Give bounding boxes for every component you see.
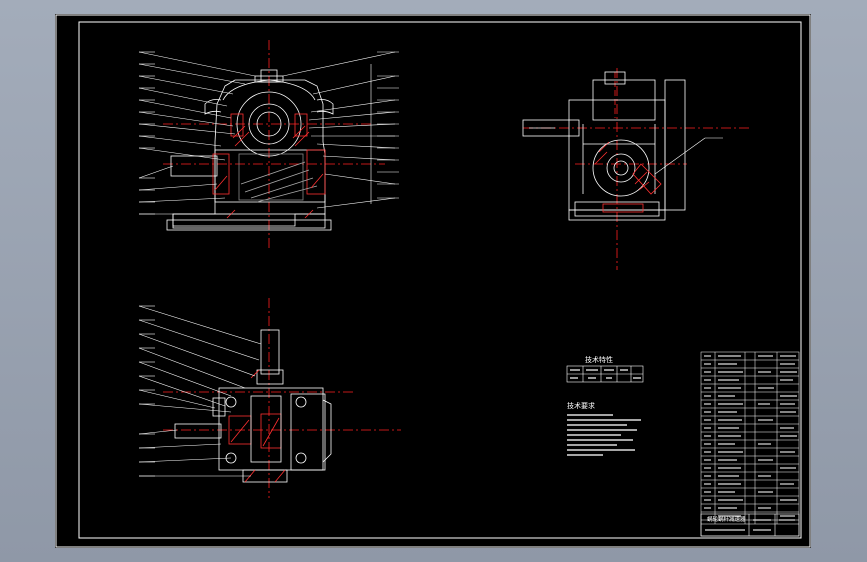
- left-cooling-fins: [204, 99, 222, 115]
- tech-req-lines: [567, 414, 641, 456]
- front-section-view[interactable]: [138, 40, 399, 248]
- top-worm-gear: [250, 395, 282, 463]
- side-wheel: [592, 139, 650, 197]
- worm-wheel-hub: [248, 103, 290, 145]
- parts-list-table[interactable]: [700, 351, 800, 537]
- top-housing: [218, 387, 324, 471]
- side-view[interactable]: [522, 68, 751, 270]
- side-wheel-bore: [613, 160, 629, 176]
- side-top-cap: [604, 71, 626, 85]
- side-right-box: [664, 79, 686, 211]
- cad-drawing-canvas[interactable]: 技术特性 技术要求: [55, 14, 811, 548]
- side-housing-ribs: [582, 124, 656, 194]
- tech-requirements[interactable]: 技术要求: [567, 401, 641, 456]
- side-top-boss: [592, 79, 656, 121]
- tech-params-cells: [570, 369, 641, 379]
- title-block-name: 蜗轮蜗杆减速器: [707, 515, 746, 523]
- top-right-ribs: [322, 399, 332, 463]
- top-housing-right: [290, 393, 326, 471]
- side-leader: [654, 137, 706, 175]
- left-bearing: [230, 113, 244, 137]
- input-shaft: [170, 155, 218, 177]
- tech-params-title: 技术特性: [585, 355, 613, 364]
- title-block[interactable]: 蜗轮蜗杆减速器: [700, 513, 800, 537]
- top-leader-ticks: [139, 305, 155, 477]
- top-input-shaft: [174, 423, 222, 439]
- housing-outline: [172, 79, 326, 227]
- worm-thread: [240, 161, 318, 203]
- worm-wheel-outer: [236, 91, 302, 157]
- top-leader-lines: [138, 305, 262, 477]
- top-bolt-3: [295, 396, 307, 408]
- leader-lines-right: [282, 51, 396, 209]
- inner-frame: [78, 21, 802, 539]
- drawing-sheet[interactable]: 技术特性 技术要求: [55, 14, 811, 548]
- side-wheel-hatch: [594, 141, 650, 191]
- bearing-left-lower: [212, 153, 230, 195]
- side-feet: [602, 203, 644, 213]
- top-output-shaft: [260, 329, 280, 375]
- shaft-bore: [256, 111, 282, 137]
- top-left-cap: [212, 397, 226, 417]
- bearing-right-lower: [306, 149, 326, 195]
- gear-teeth-band: [238, 153, 304, 201]
- top-section-view[interactable]: [138, 298, 401, 498]
- side-wheel-hub: [606, 153, 636, 183]
- parts-list-entries: [718, 355, 797, 517]
- leader-labels-right: [370, 51, 399, 204]
- side-base: [574, 201, 660, 217]
- top-bolt-head: [254, 75, 284, 83]
- base-plate: [172, 213, 326, 229]
- side-base-flange: [568, 209, 666, 221]
- leader-labels-left: [139, 51, 155, 215]
- right-bearing: [294, 113, 308, 137]
- outer-frame: [55, 14, 811, 548]
- top-shaft-collar: [256, 369, 284, 385]
- top-hatch: [230, 369, 286, 483]
- tech-req-title: 技术要求: [567, 401, 595, 410]
- parts-list-numbers: [704, 355, 711, 509]
- base-flange: [166, 219, 332, 231]
- side-diagonal-shaft: [632, 163, 662, 195]
- parts-list-rows: [701, 359, 799, 521]
- top-cover: [222, 79, 316, 101]
- side-shaft: [522, 119, 580, 137]
- top-bolt-1: [225, 396, 237, 408]
- tech-params-table[interactable]: 技术特性: [566, 355, 644, 383]
- right-cooling-fins: [316, 99, 334, 115]
- top-bolt-4: [295, 452, 307, 464]
